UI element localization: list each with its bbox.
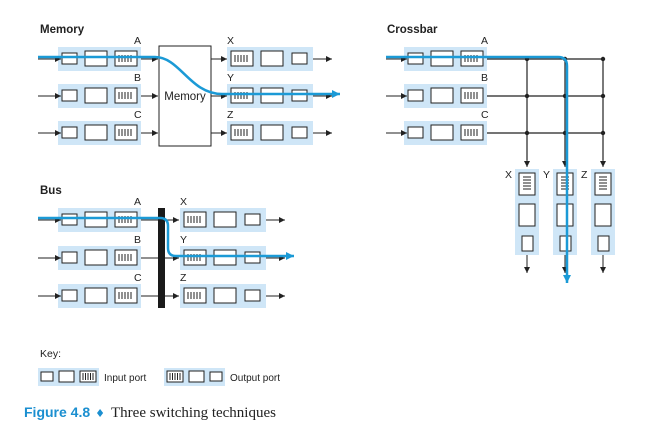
bus-packet-path: [38, 216, 294, 260]
memory-packet-path: [38, 55, 340, 98]
crossbar-grid: [487, 58, 604, 160]
crossbar-packet-path: [386, 55, 571, 283]
key-input-port-symbol: [38, 368, 99, 386]
figure-caption: Figure 4.8 ♦ Three switching techniques: [24, 404, 276, 422]
memory-output-port-z: [227, 121, 313, 145]
bus-label-z: Z: [180, 272, 187, 284]
crossbar-input-port-b: [404, 84, 487, 108]
crossbar-output-port-z: [591, 169, 615, 255]
memory-label-b: B: [134, 72, 141, 84]
crossbar-output-port-y: [553, 169, 577, 255]
figure-caption-text: Three switching techniques: [111, 405, 276, 421]
bus-input-port-c: [58, 284, 141, 308]
key-output-port-symbol: [164, 368, 225, 386]
memory-input-port-b: [58, 84, 141, 108]
diamond-icon: ♦: [95, 407, 106, 420]
crossbar-label-y: Y: [543, 169, 550, 181]
memory-section-title: Memory: [40, 24, 85, 36]
crossbar-output-port-x: [515, 169, 539, 255]
bus-label-a: A: [134, 196, 141, 208]
key-title: Key:: [40, 348, 61, 360]
crossbar-input-port-c: [404, 121, 487, 145]
memory-label-z: Z: [227, 109, 234, 121]
key-legend: Key: Input port Output port: [38, 348, 280, 386]
bus-label-y: Y: [180, 234, 187, 246]
crossbar-switch: A B C X Y Z: [386, 35, 615, 283]
memory-switch: Memory A: [38, 35, 340, 147]
bus-label-x: X: [180, 196, 187, 208]
memory-output-port-x: [227, 47, 313, 71]
key-input-port-label: Input port: [104, 373, 146, 384]
memory-box: [158, 45, 212, 147]
bus-label-b: B: [134, 234, 141, 246]
memory-label-a: A: [134, 35, 141, 47]
crossbar-label-x: X: [505, 169, 512, 181]
bus-input-port-b: [58, 246, 141, 270]
memory-label-x: X: [227, 35, 234, 47]
crossbar-label-b: B: [481, 72, 488, 84]
bus-switch: A B C X Y Z: [38, 196, 294, 308]
memory-input-port-a: [58, 47, 141, 71]
memory-output-port-y: [227, 84, 313, 108]
bus-output-port-z: [180, 284, 266, 308]
bus-label-c: C: [134, 272, 142, 284]
bus-input-port-a: [58, 208, 141, 232]
bus-bar: [158, 208, 165, 308]
key-output-port-label: Output port: [230, 373, 280, 384]
crossbar-section-title: Crossbar: [387, 24, 438, 36]
figure-number: Figure 4.8: [24, 404, 91, 420]
bus-output-port-x: [180, 208, 266, 232]
bus-section-title: Bus: [40, 185, 62, 197]
crossbar-input-port-a: [404, 47, 487, 71]
crossbar-label-c: C: [481, 109, 489, 121]
memory-label-c: C: [134, 109, 142, 121]
crossbar-label-z: Z: [581, 169, 588, 181]
memory-label-y: Y: [227, 72, 234, 84]
crossbar-label-a: A: [481, 35, 488, 47]
memory-box-label: Memory: [164, 91, 206, 103]
memory-input-port-c: [58, 121, 141, 145]
bus-output-port-y: [180, 246, 266, 270]
